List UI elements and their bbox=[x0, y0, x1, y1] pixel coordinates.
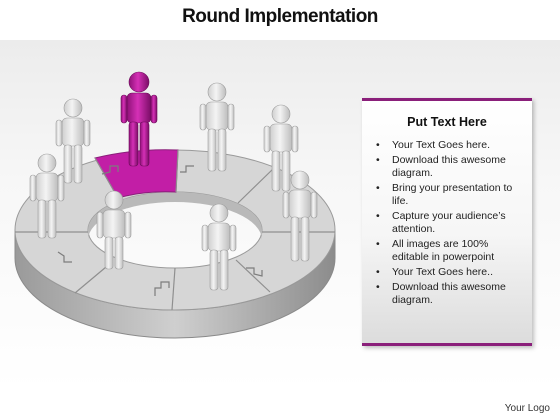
bullet-item: Your Text Goes here.. bbox=[376, 266, 524, 279]
text-box-heading: Put Text Here bbox=[407, 115, 487, 129]
bullet-item: Download this awesome diagram. bbox=[376, 154, 524, 180]
text-box: Put Text Here Your Text Goes here. Downl… bbox=[362, 98, 532, 346]
figure-top-highlighted bbox=[120, 71, 158, 167]
ring-segment-dividers bbox=[15, 149, 335, 311]
figure-front-right bbox=[201, 203, 237, 291]
bullet-item: Capture your audience’s attention. bbox=[376, 210, 524, 236]
figure-right bbox=[282, 170, 318, 262]
figure-left-back bbox=[55, 98, 91, 184]
bullet-item: Your Text Goes here. bbox=[376, 139, 524, 152]
puzzle-tabs bbox=[57, 165, 263, 296]
figure-top-right bbox=[199, 82, 235, 172]
figure-front-left bbox=[96, 190, 132, 270]
slide-title: Round Implementation bbox=[182, 6, 378, 27]
logo-text: Your Logo bbox=[504, 403, 550, 414]
bullet-item: Bring your presentation to life. bbox=[376, 182, 524, 208]
figure-left bbox=[29, 153, 65, 239]
bullet-item: Download this awesome diagram. bbox=[376, 281, 524, 307]
bullet-list: Your Text Goes here. Download this aweso… bbox=[362, 139, 532, 307]
figure-right-back bbox=[263, 104, 299, 192]
bullet-item: All images are 100% editable in powerpoi… bbox=[376, 238, 524, 264]
